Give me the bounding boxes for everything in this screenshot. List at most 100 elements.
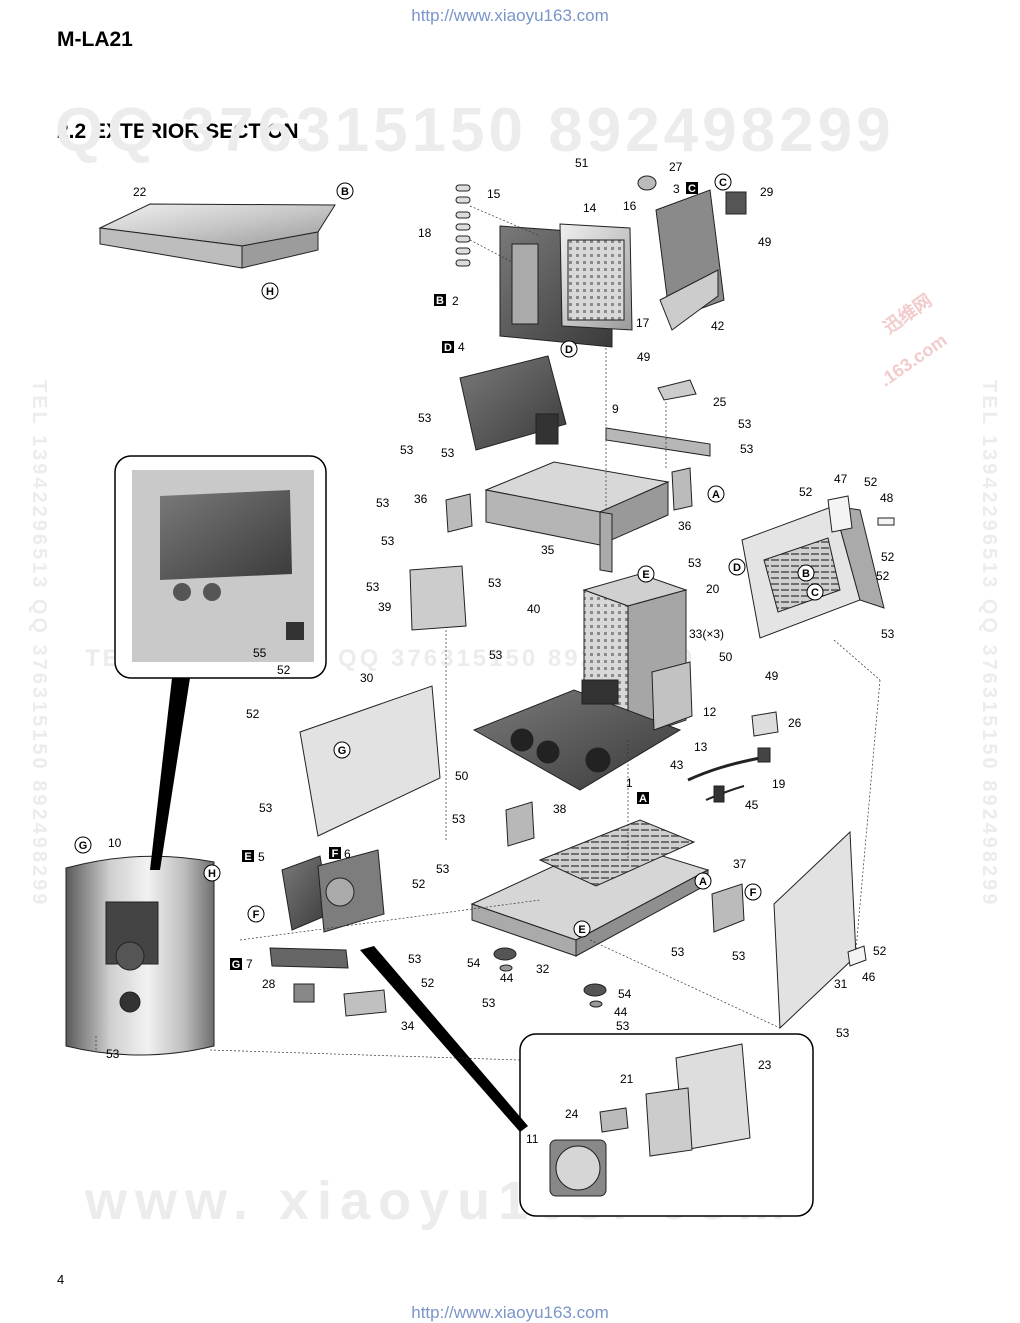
callout-52-rear-top: 52 <box>864 475 878 489</box>
part-1-main-board <box>472 679 682 791</box>
callout-52-rear-right: 52 <box>881 550 895 564</box>
circle-ref-d-board: D <box>560 340 578 358</box>
callout-39: 39 <box>378 600 392 614</box>
circle-ref-e-chassis: E <box>637 565 655 583</box>
callout-37: 37 <box>733 857 747 871</box>
svg-text:C: C <box>811 587 819 599</box>
callout-53-e: 53 <box>381 534 395 548</box>
part-14-transformer <box>559 223 633 331</box>
box-ref-f: F <box>329 847 341 860</box>
callout-3: 3 <box>673 182 680 196</box>
callout-53-h: 53 <box>366 580 380 594</box>
svg-text:E: E <box>244 851 251 863</box>
svg-text:B: B <box>802 568 810 580</box>
callout-labels: 1 2 3 4 5 6 7 9 10 11 12 13 14 15 16 17 … <box>106 156 895 1146</box>
callout-20: 20 <box>706 582 720 596</box>
model-number: M-LA21 <box>57 28 133 51</box>
part-46-label <box>847 945 867 967</box>
part-30-side-panel <box>299 685 441 837</box>
callout-14: 14 <box>583 201 597 215</box>
callout-44-left: 44 <box>500 971 514 985</box>
callout-34: 34 <box>401 1019 415 1033</box>
svg-text:H: H <box>208 868 216 880</box>
circle-ref-a-chassis: A <box>707 485 725 503</box>
part-25-bracket <box>657 379 697 401</box>
svg-text:B: B <box>341 186 349 198</box>
callout-15: 15 <box>487 187 501 201</box>
callout-53-n: 53 <box>452 812 466 826</box>
callout-18: 18 <box>418 226 432 240</box>
svg-text:A: A <box>712 489 720 501</box>
svg-text:G: G <box>79 840 88 852</box>
callout-51: 51 <box>575 156 589 170</box>
page-number: 4 <box>57 1272 65 1287</box>
part-7-board-g <box>269 947 349 969</box>
svg-text:H: H <box>266 286 274 298</box>
part-43-45-cord-bushing <box>705 785 745 803</box>
svg-text:F: F <box>750 887 757 899</box>
callout-21: 21 <box>620 1072 634 1086</box>
callout-40: 40 <box>527 602 541 616</box>
part-48-label <box>877 517 895 526</box>
callout-25: 25 <box>713 395 727 409</box>
callout-53-r: 53 <box>408 952 422 966</box>
callout-53-j: 53 <box>688 556 702 570</box>
part-36-bracket-right <box>671 467 693 511</box>
callout-46: 46 <box>862 970 876 984</box>
callout-49-top: 49 <box>758 235 772 249</box>
callout-52-rear-low: 52 <box>876 569 890 583</box>
callout-53-k: 53 <box>489 648 503 662</box>
callout-53-t: 53 <box>616 1019 630 1033</box>
callout-35: 35 <box>541 543 555 557</box>
callout-4: 4 <box>458 340 465 354</box>
circle-ref-g-side: G <box>333 741 351 759</box>
part-32-bottom-chassis <box>470 819 710 957</box>
callout-24: 24 <box>565 1107 579 1121</box>
part-31-side-panel <box>773 830 857 1030</box>
svg-text:D: D <box>733 562 741 574</box>
callout-22: 22 <box>133 185 147 199</box>
part-9-bracket <box>605 427 711 457</box>
box-ref-d: D <box>442 341 454 354</box>
circle-ref-e-bottom: E <box>573 920 591 938</box>
part-37-bracket <box>711 883 745 933</box>
callout-23: 23 <box>758 1058 772 1072</box>
callout-52-inset: 52 <box>277 663 291 677</box>
callout-53-g: 53 <box>740 442 754 456</box>
circle-ref-f-front: F <box>247 905 265 923</box>
callout-26: 26 <box>788 716 802 730</box>
callout-54-right: 54 <box>618 987 632 1001</box>
part-54-foot-left <box>493 947 517 972</box>
circle-ref-b-rear: B <box>797 564 815 582</box>
callout-48: 48 <box>880 491 894 505</box>
part-12-cover <box>651 661 693 731</box>
svg-text:F: F <box>253 909 260 921</box>
part-47-label <box>827 495 853 533</box>
section-title: 2.2 EXTERIOR SECTION <box>57 120 299 143</box>
part-35-sub-chassis <box>484 461 670 573</box>
source-url-top[interactable]: http://www.xiaoyu163.com <box>411 6 609 25</box>
svg-text:F: F <box>332 848 339 860</box>
watermark-top: QQ 376315150 892498299 <box>55 96 895 165</box>
callout-16: 16 <box>623 199 637 213</box>
callout-11: 11 <box>526 1132 539 1146</box>
callout-53-c: 53 <box>400 443 414 457</box>
callout-54-left: 54 <box>467 956 481 970</box>
svg-text:G: G <box>338 745 347 757</box>
part-38-bracket <box>505 801 535 847</box>
callout-53-l: 53 <box>881 627 895 641</box>
part-10-front-panel <box>65 855 215 1056</box>
callout-55: 55 <box>253 646 267 660</box>
assembly-guides <box>95 205 881 1061</box>
svg-text:E: E <box>578 924 585 936</box>
callout-7: 7 <box>246 957 253 971</box>
callout-53-f: 53 <box>738 417 752 431</box>
inset-knob-assembly <box>360 946 814 1217</box>
svg-text:D: D <box>444 342 452 354</box>
callout-10: 10 <box>108 836 122 850</box>
part-15-18-fuses <box>455 184 471 267</box>
callout-53-v: 53 <box>106 1047 120 1061</box>
source-url-bottom[interactable]: http://www.xiaoyu163.com <box>411 1303 609 1322</box>
circle-reference-markers: B H C D A E D B C G G H F A F E <box>74 173 824 938</box>
